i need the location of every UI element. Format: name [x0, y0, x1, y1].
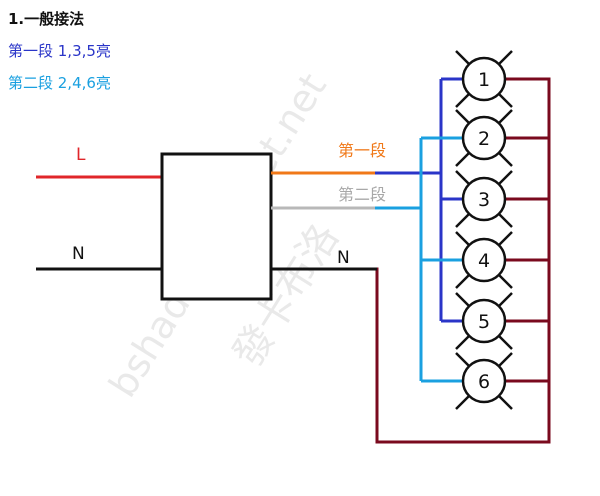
lamp-number: 5 [478, 311, 490, 333]
lamp-circle [461, 115, 507, 161]
lamp-number: 6 [478, 371, 490, 393]
lamp-circle [461, 298, 507, 344]
lamp-3: 3 [455, 170, 513, 228]
lamp-number: 3 [478, 189, 490, 211]
N-in-label: N [72, 244, 85, 264]
segment-2-label: 第二段 [338, 185, 386, 204]
lamp-circle [461, 358, 507, 404]
L-label: L [76, 145, 86, 165]
lamps: 1 2 3 4 5 6 [455, 50, 513, 410]
lamp-number: 2 [478, 128, 490, 150]
lamp-circle [461, 176, 507, 222]
lamp-circle [461, 56, 507, 102]
N-out-label: N [337, 248, 350, 268]
switch-box [160, 152, 273, 301]
segment-1-bus [375, 77, 464, 323]
lamp-5: 5 [455, 292, 513, 350]
legend-segment-1: 第一段 1,3,5亮 [8, 42, 111, 60]
return-taps [504, 136, 549, 383]
segment-2-bus [375, 136, 464, 383]
lamp-number: 1 [478, 69, 490, 91]
lamp-number: 4 [478, 250, 490, 272]
lamp-4: 4 [455, 231, 513, 289]
segment-1-label: 第一段 [338, 141, 386, 160]
lamp-2: 2 [455, 109, 513, 167]
lamp-6: 6 [455, 352, 513, 410]
legend-segment-2: 第二段 2,4,6亮 [8, 74, 111, 92]
lamp-circle [461, 237, 507, 283]
page-title: 1.一般接法 [8, 10, 85, 28]
lamp-1: 1 [455, 50, 513, 108]
